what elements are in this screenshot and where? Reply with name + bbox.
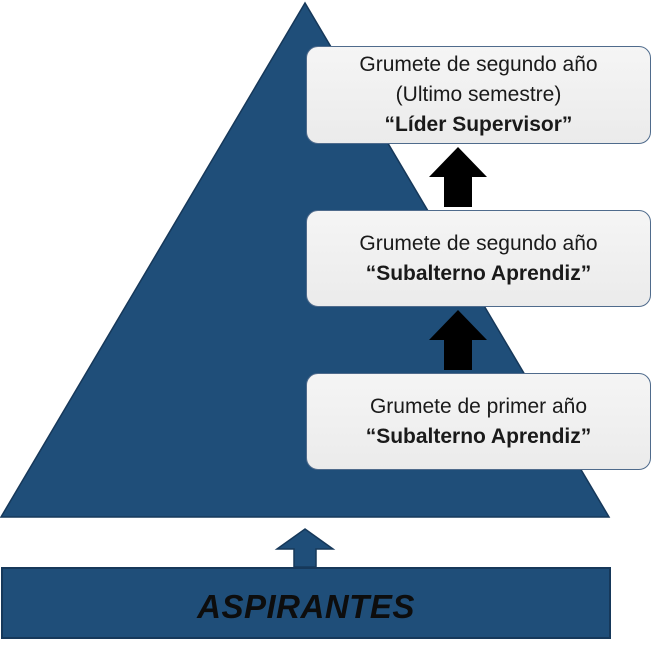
level-box-top: Grumete de segundo año (Ultimo semestre)… bbox=[306, 46, 651, 144]
up-arrow-icon bbox=[429, 310, 487, 370]
level-line: Grumete de segundo año bbox=[359, 53, 598, 76]
up-arrow-icon bbox=[429, 147, 487, 207]
level-line: (Ultimo semestre) bbox=[395, 83, 562, 106]
level-role: “Líder Supervisor” bbox=[384, 113, 573, 136]
level-line: Grumete de primer año bbox=[369, 394, 588, 418]
base-bar: ASPIRANTES bbox=[1, 567, 611, 639]
base-label: ASPIRANTES bbox=[197, 588, 415, 625]
level-role: “Subalterno Aprendiz” bbox=[365, 424, 592, 448]
level-role: “Subalterno Aprendiz” bbox=[365, 261, 592, 285]
base-up-arrow-icon bbox=[274, 528, 336, 568]
level-box-middle: Grumete de segundo año “Subalterno Apren… bbox=[306, 210, 651, 307]
level-line: Grumete de segundo año bbox=[359, 231, 598, 255]
level-box-bottom: Grumete de primer año “Subalterno Aprend… bbox=[306, 373, 651, 470]
